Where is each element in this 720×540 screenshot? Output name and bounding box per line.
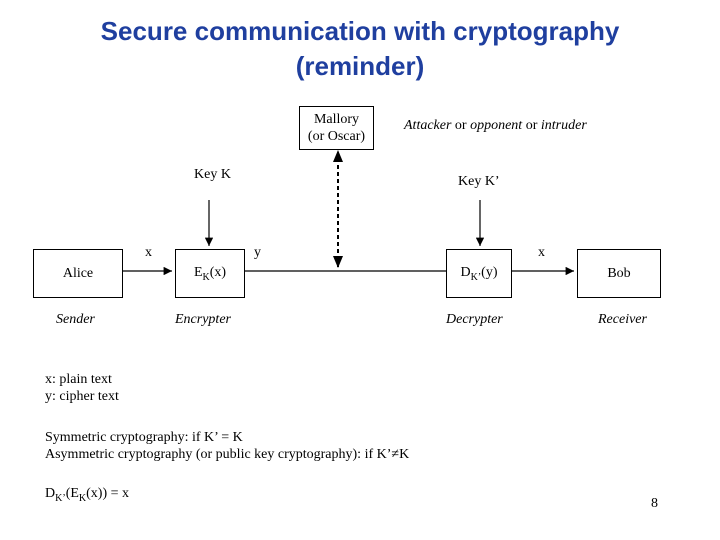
mallory-alias: (or Oscar) [307,129,366,144]
bob-name: Bob [607,265,631,281]
alice-name: Alice [62,265,94,281]
bob-box: Bob [577,249,661,298]
encrypter-role: Encrypter [175,312,231,327]
slide-title: Secure communication with cryptography (… [0,14,720,84]
title-line-2: (reminder) [295,51,425,81]
mallory-name: Mallory [313,112,360,127]
key-k2-label: Key K’ [458,174,500,189]
eavesdrop-arrow-down [333,256,343,268]
flow-label-x-decrypted: x [538,245,545,260]
note-cipher-text: y: cipher text [45,389,119,404]
notation-notes: x: plain text y: cipher text [45,371,119,405]
decryption-formula: DK’(EK(x)) = x [45,486,130,504]
decrypter-function: DK’(y) [460,264,498,283]
mallory-box: Mallory (or Oscar) [299,106,374,150]
note-symmetric: Symmetric cryptography: if K’ = K [45,430,243,445]
alice-box: Alice [33,249,123,298]
key-k-label: Key K [194,167,231,182]
eavesdrop-arrow-up [333,150,343,162]
encrypter-box: EK(x) [175,249,245,298]
decrypter-box: DK’(y) [446,249,512,298]
cryptography-types: Symmetric cryptography: if K’ = K Asymme… [45,429,409,463]
note-plain-text: x: plain text [45,372,112,387]
flow-label-x-plain: x [145,245,152,260]
page-number: 8 [651,496,658,511]
flow-label-y-cipher: y [254,245,261,260]
note-asymmetric: Asymmetric cryptography (or public key c… [45,447,410,462]
alice-role: Sender [56,312,95,327]
title-line-1: Secure communication with cryptography [100,16,620,46]
encrypter-function: EK(x) [193,264,227,283]
decrypter-role: Decrypter [446,312,503,327]
attacker-label: Attacker or opponent or intruder [404,118,587,133]
bob-role: Receiver [598,312,647,327]
